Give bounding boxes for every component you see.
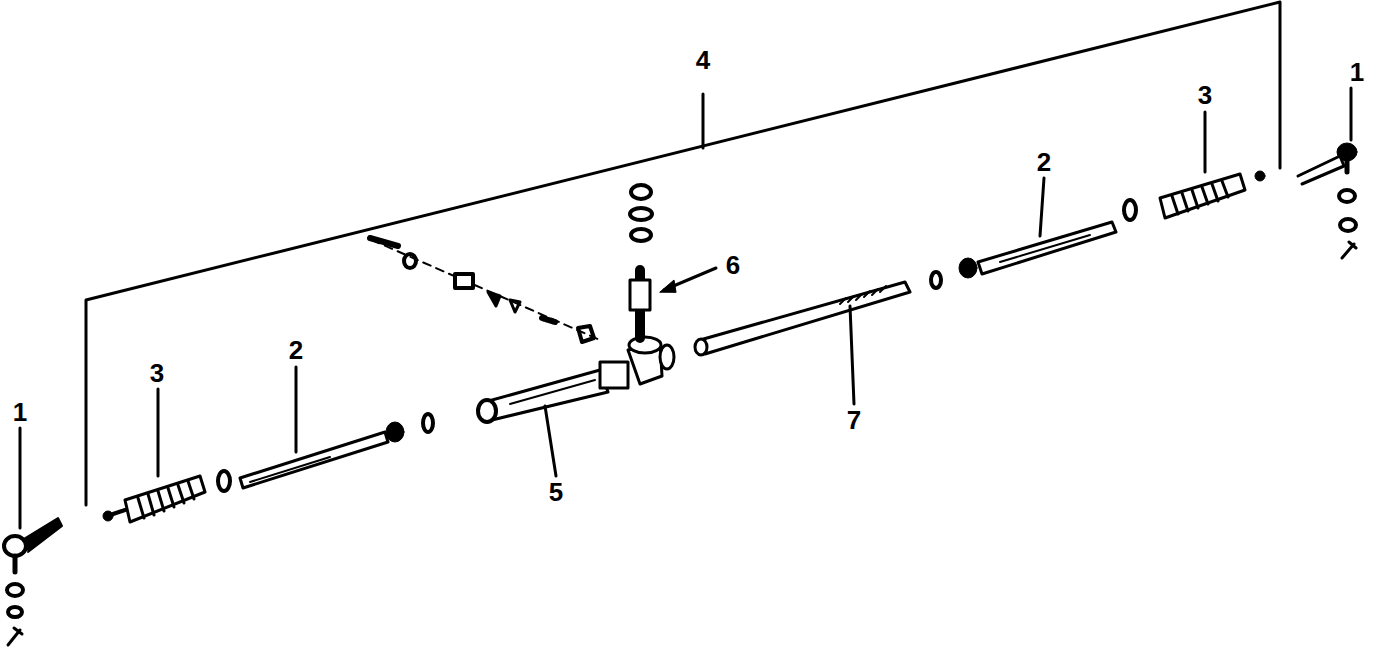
callout-number: 6 bbox=[724, 252, 742, 278]
callout-number: 5 bbox=[547, 479, 565, 505]
callout-number: 7 bbox=[845, 407, 863, 433]
callout-number: 1 bbox=[11, 399, 29, 425]
callout-number: 2 bbox=[1035, 149, 1053, 175]
callout-number: 4 bbox=[694, 47, 712, 73]
callout-number: 1 bbox=[1348, 59, 1366, 85]
callout-number: 3 bbox=[148, 360, 166, 386]
callout-number: 3 bbox=[1196, 82, 1214, 108]
callout-number: 2 bbox=[287, 337, 305, 363]
